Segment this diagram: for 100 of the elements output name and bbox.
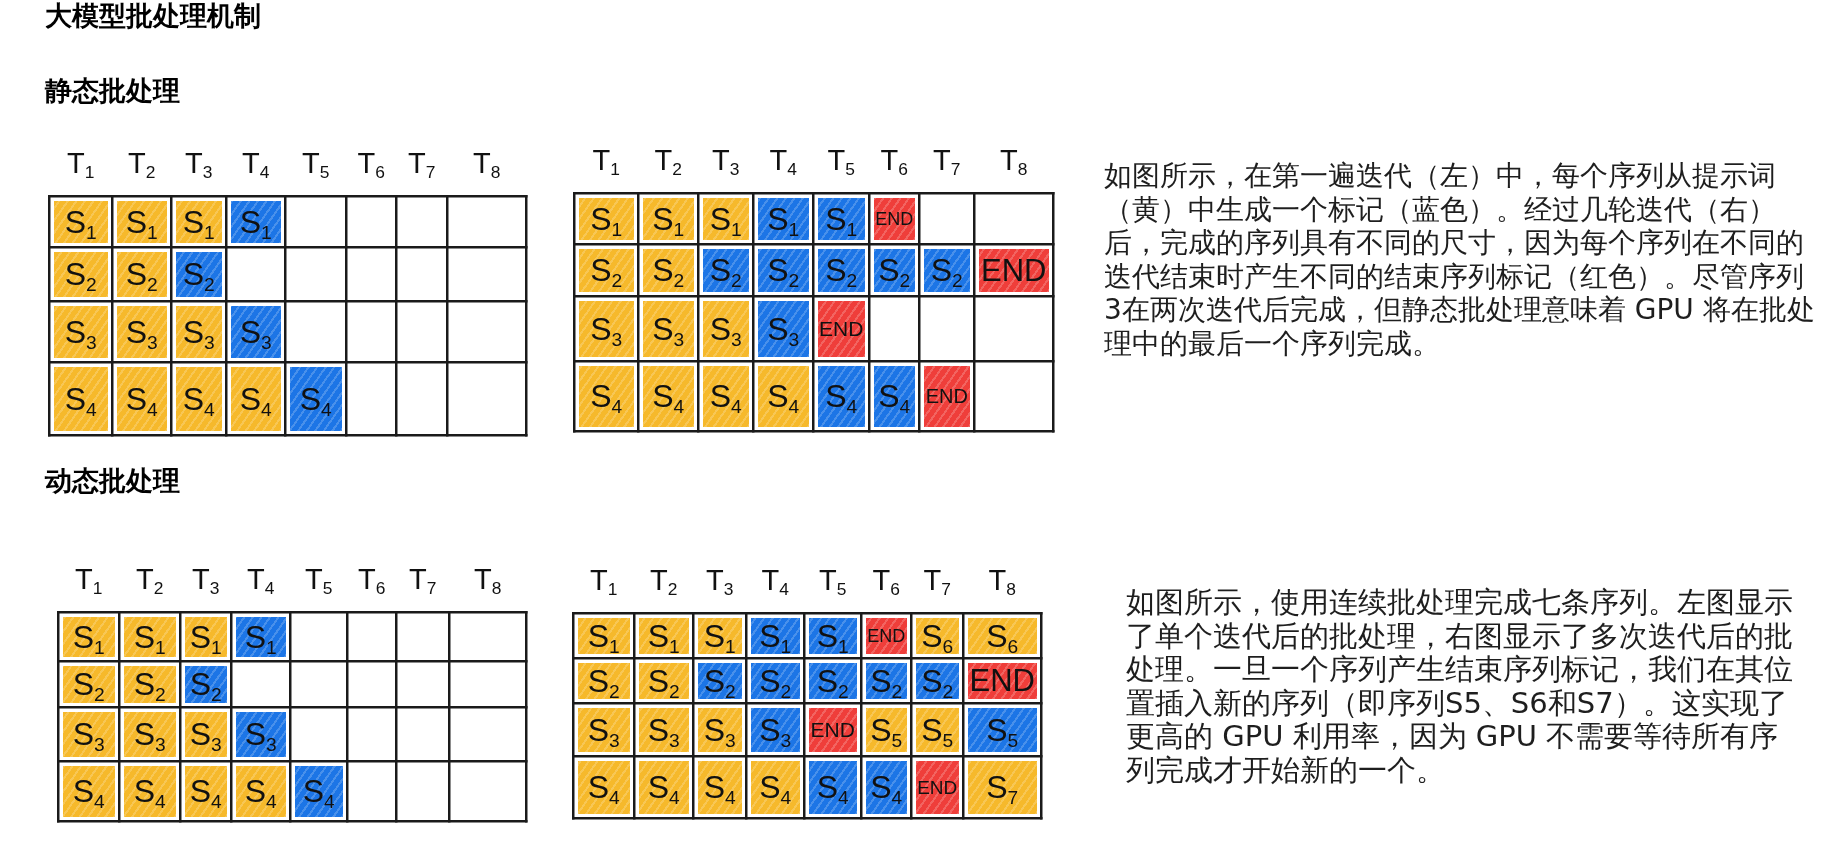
- time-step-label: T$_{1}$: [75, 565, 103, 594]
- token-cell: [697, 760, 742, 814]
- token-cell: [817, 197, 865, 240]
- token-grid: [572, 612, 1043, 820]
- token-label: S$_{1}$: [652, 202, 685, 235]
- token-cell: [184, 765, 227, 817]
- token-label: S$_{1}$: [133, 620, 166, 653]
- time-step-label: T$_{6}$: [872, 566, 900, 595]
- token-label: S$_{3}$: [767, 312, 800, 345]
- time-step-label: T$_{6}$: [358, 565, 386, 594]
- token-label: S$_{2}$: [930, 254, 963, 287]
- token-label: S$_{6}$: [986, 619, 1019, 652]
- token-cell: [235, 616, 286, 657]
- token-cell: [53, 305, 108, 358]
- section-heading: 动态批处理: [45, 465, 180, 498]
- token-cell: [294, 765, 343, 817]
- time-step-label: T$_{1}$: [592, 146, 620, 175]
- time-step-label: T$_{1}$: [67, 149, 95, 178]
- token-label: S$_{3}$: [64, 315, 97, 348]
- token-cell: [123, 616, 176, 657]
- token-label: S$_{2}$: [182, 258, 215, 291]
- token-label: S$_{3}$: [587, 713, 620, 746]
- token-label: S$_{2}$: [921, 664, 954, 697]
- token-cell: [577, 707, 630, 752]
- token-label: S$_{4}$: [64, 382, 97, 415]
- token-cell: [230, 200, 281, 243]
- token-label: S$_{1}$: [816, 619, 849, 652]
- token-label: S$_{3}$: [189, 718, 222, 751]
- token-cell: [577, 760, 630, 814]
- token-cell: [62, 711, 115, 757]
- token-cell: [638, 760, 689, 814]
- token-label: S$_{4}$: [767, 380, 800, 413]
- token-cell: [702, 197, 749, 240]
- token-cell: [642, 197, 694, 240]
- token-label: S$_{1}$: [590, 202, 623, 235]
- token-label: S$_{1}$: [767, 202, 800, 235]
- token-label: END: [925, 386, 968, 407]
- time-step-label: T$_{6}$: [357, 149, 385, 178]
- token-label: S$_{2}$: [709, 254, 742, 287]
- token-label: S$_{2}$: [816, 664, 849, 697]
- token-label: S$_{4}$: [72, 775, 105, 808]
- token-label: S$_{1}$: [709, 202, 742, 235]
- token-label: S$_{4}$: [703, 771, 736, 804]
- token-cell: [116, 200, 167, 243]
- time-step-label: T$_{7}$: [408, 149, 436, 178]
- token-label: S$_{2}$: [870, 664, 903, 697]
- token-label: S$_{4}$: [239, 382, 272, 415]
- token-label: S$_{4}$: [244, 775, 277, 808]
- time-step-label: T$_{6}$: [880, 146, 908, 175]
- token-cell: [123, 711, 176, 757]
- token-label: S$_{2}$: [647, 664, 680, 697]
- token-label: S$_{4}$: [652, 380, 685, 413]
- time-step-label: T$_{8}$: [474, 565, 502, 594]
- token-cell: [702, 248, 749, 292]
- token-cell: [750, 617, 800, 654]
- time-step-label: T$_{5}$: [819, 566, 847, 595]
- token-label: S$_{3}$: [652, 312, 685, 345]
- token-cell: [865, 760, 907, 814]
- time-step-label: T$_{5}$: [305, 565, 333, 594]
- token-cell: [175, 366, 222, 431]
- token-cell: [184, 711, 227, 757]
- token-label: END: [819, 318, 864, 340]
- token-cell: [230, 305, 281, 358]
- time-step-label: T$_{3}$: [706, 566, 734, 595]
- time-step-label: T$_{5}$: [827, 146, 855, 175]
- token-label: S$_{2}$: [703, 664, 736, 697]
- section-heading: 静态批处理: [45, 75, 180, 108]
- token-cell: [808, 617, 857, 654]
- token-cell: [915, 707, 959, 752]
- token-label: S$_{1}$: [244, 620, 277, 653]
- token-cell: [865, 707, 907, 752]
- token-label: S$_{3}$: [759, 713, 792, 746]
- time-step-label: T$_{4}$: [761, 566, 789, 595]
- token-label: S$_{1}$: [759, 619, 792, 652]
- token-cell: [175, 251, 222, 297]
- token-cell: [817, 365, 865, 427]
- token-label: S$_{2}$: [125, 258, 158, 291]
- token-cell: [175, 200, 222, 243]
- token-cell: [873, 365, 915, 427]
- token-label: S$_{1}$: [189, 620, 222, 653]
- time-step-label: T$_{7}$: [923, 566, 951, 595]
- token-label: S$_{3}$: [125, 315, 158, 348]
- token-label: END: [867, 626, 906, 645]
- token-cell: [697, 617, 742, 654]
- token-cell: [808, 662, 857, 699]
- token-label: S$_{1}$: [239, 205, 272, 238]
- token-cell: [702, 365, 749, 427]
- token-label: S$_{4}$: [647, 771, 680, 804]
- token-cell: [175, 305, 222, 358]
- token-cell: [817, 300, 865, 357]
- token-label: S$_{3}$: [244, 718, 277, 751]
- token-label: S$_{4}$: [299, 382, 332, 415]
- token-label: S$_{1}$: [703, 619, 736, 652]
- token-cell: [873, 197, 915, 240]
- token-cell: [638, 617, 689, 654]
- token-label: END: [875, 209, 914, 228]
- token-label: S$_{3}$: [703, 713, 736, 746]
- token-cell: [235, 765, 286, 817]
- time-step-label: T$_{2}$: [136, 565, 164, 594]
- token-label: S$_{5}$: [921, 713, 954, 746]
